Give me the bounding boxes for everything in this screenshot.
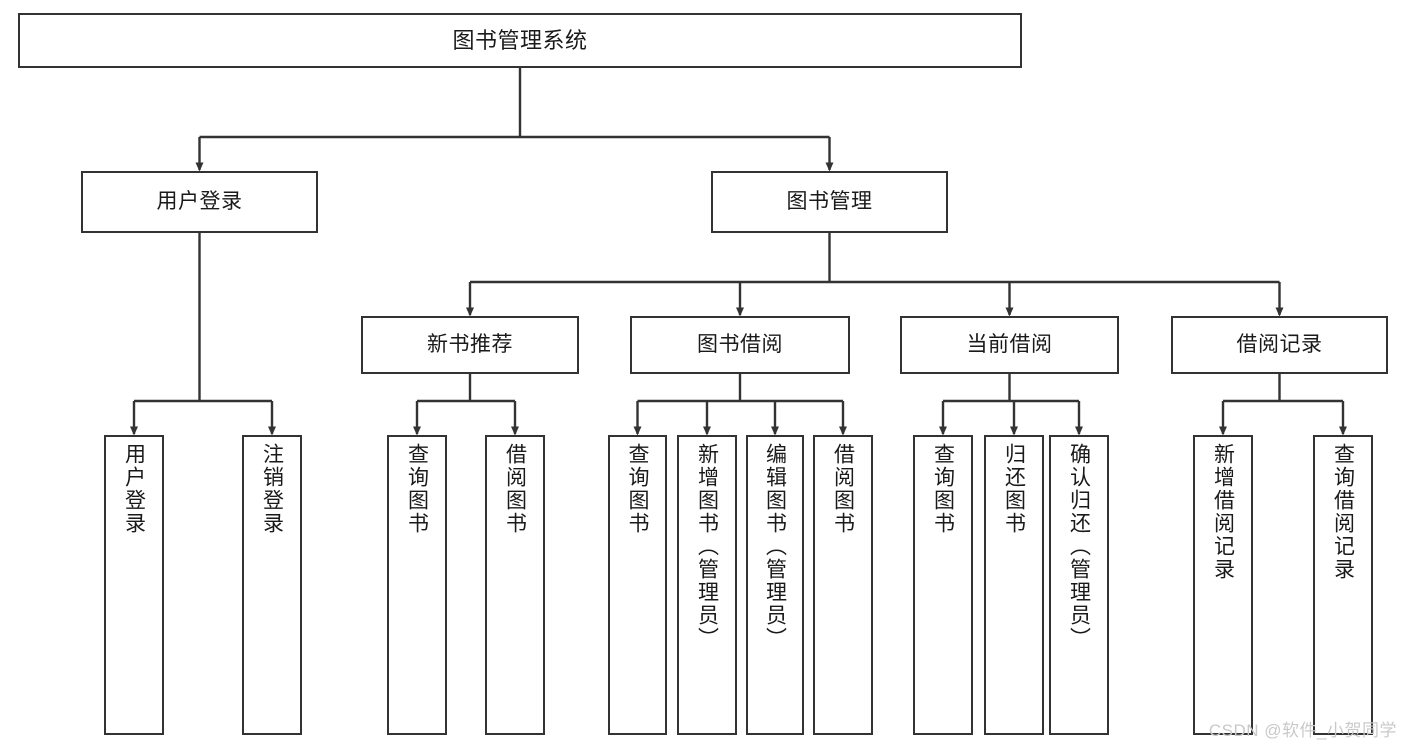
node-label: 查询图书 — [626, 443, 649, 535]
node-label: 归还图书 — [1002, 443, 1026, 535]
node-label: 用户登录 — [122, 443, 146, 535]
node-leaf-return-book[interactable]: 归还图书 — [984, 435, 1044, 735]
node-label: 查询借阅记录 — [1331, 443, 1355, 581]
node-book-manage[interactable]: 图书管理 — [711, 171, 948, 233]
connector-lines — [130, 68, 1347, 436]
node-leaf-add-book[interactable]: 新增图书（管理员） — [677, 435, 737, 735]
node-label: 新增借阅记录 — [1211, 443, 1235, 581]
node-leaf-query-book-1[interactable]: 查询图书 — [387, 435, 447, 735]
node-label: 借阅记录 — [1236, 332, 1323, 356]
node-label: 确认归还（管理员） — [1067, 443, 1091, 650]
node-new-book-rec[interactable]: 新书推荐 — [361, 316, 579, 374]
node-user-login[interactable]: 用户登录 — [81, 171, 318, 233]
node-label: 图书管理 — [786, 189, 873, 213]
node-label: 借阅图书 — [831, 443, 855, 535]
node-label: 新书推荐 — [427, 332, 513, 356]
node-leaf-borrow-book-2[interactable]: 借阅图书 — [813, 435, 873, 735]
node-leaf-edit-book[interactable]: 编辑图书（管理员） — [746, 435, 804, 735]
node-book-borrow[interactable]: 图书借阅 — [630, 316, 850, 374]
node-leaf-confirm-return[interactable]: 确认归还（管理员） — [1049, 435, 1109, 735]
node-current-borrow[interactable]: 当前借阅 — [900, 316, 1119, 374]
node-label: 查询图书 — [931, 443, 955, 535]
node-leaf-query-record[interactable]: 查询借阅记录 — [1313, 435, 1373, 735]
node-label: 当前借阅 — [966, 332, 1053, 356]
node-label: 查询图书 — [405, 443, 429, 535]
node-label: 用户登录 — [156, 189, 243, 213]
node-leaf-query-book-3[interactable]: 查询图书 — [913, 435, 973, 735]
node-label: 新增图书（管理员） — [695, 443, 719, 650]
watermark-text: CSDN @软件_小贺同学 — [1208, 721, 1397, 740]
node-label: 编辑图书（管理员） — [763, 443, 787, 650]
node-leaf-query-book-2[interactable]: 查询图书 — [608, 435, 667, 735]
node-leaf-borrow-book-1[interactable]: 借阅图书 — [485, 435, 545, 735]
node-label: 图书借阅 — [697, 332, 783, 356]
node-label: 借阅图书 — [503, 443, 527, 535]
node-label: 注销登录 — [260, 443, 284, 535]
node-leaf-add-record[interactable]: 新增借阅记录 — [1193, 435, 1253, 735]
node-borrow-record[interactable]: 借阅记录 — [1171, 316, 1388, 374]
node-leaf-user-login[interactable]: 用户登录 — [104, 435, 164, 735]
node-root[interactable]: 图书管理系统 — [18, 13, 1022, 68]
node-label: 图书管理系统 — [452, 27, 588, 53]
node-leaf-logout[interactable]: 注销登录 — [242, 435, 302, 735]
